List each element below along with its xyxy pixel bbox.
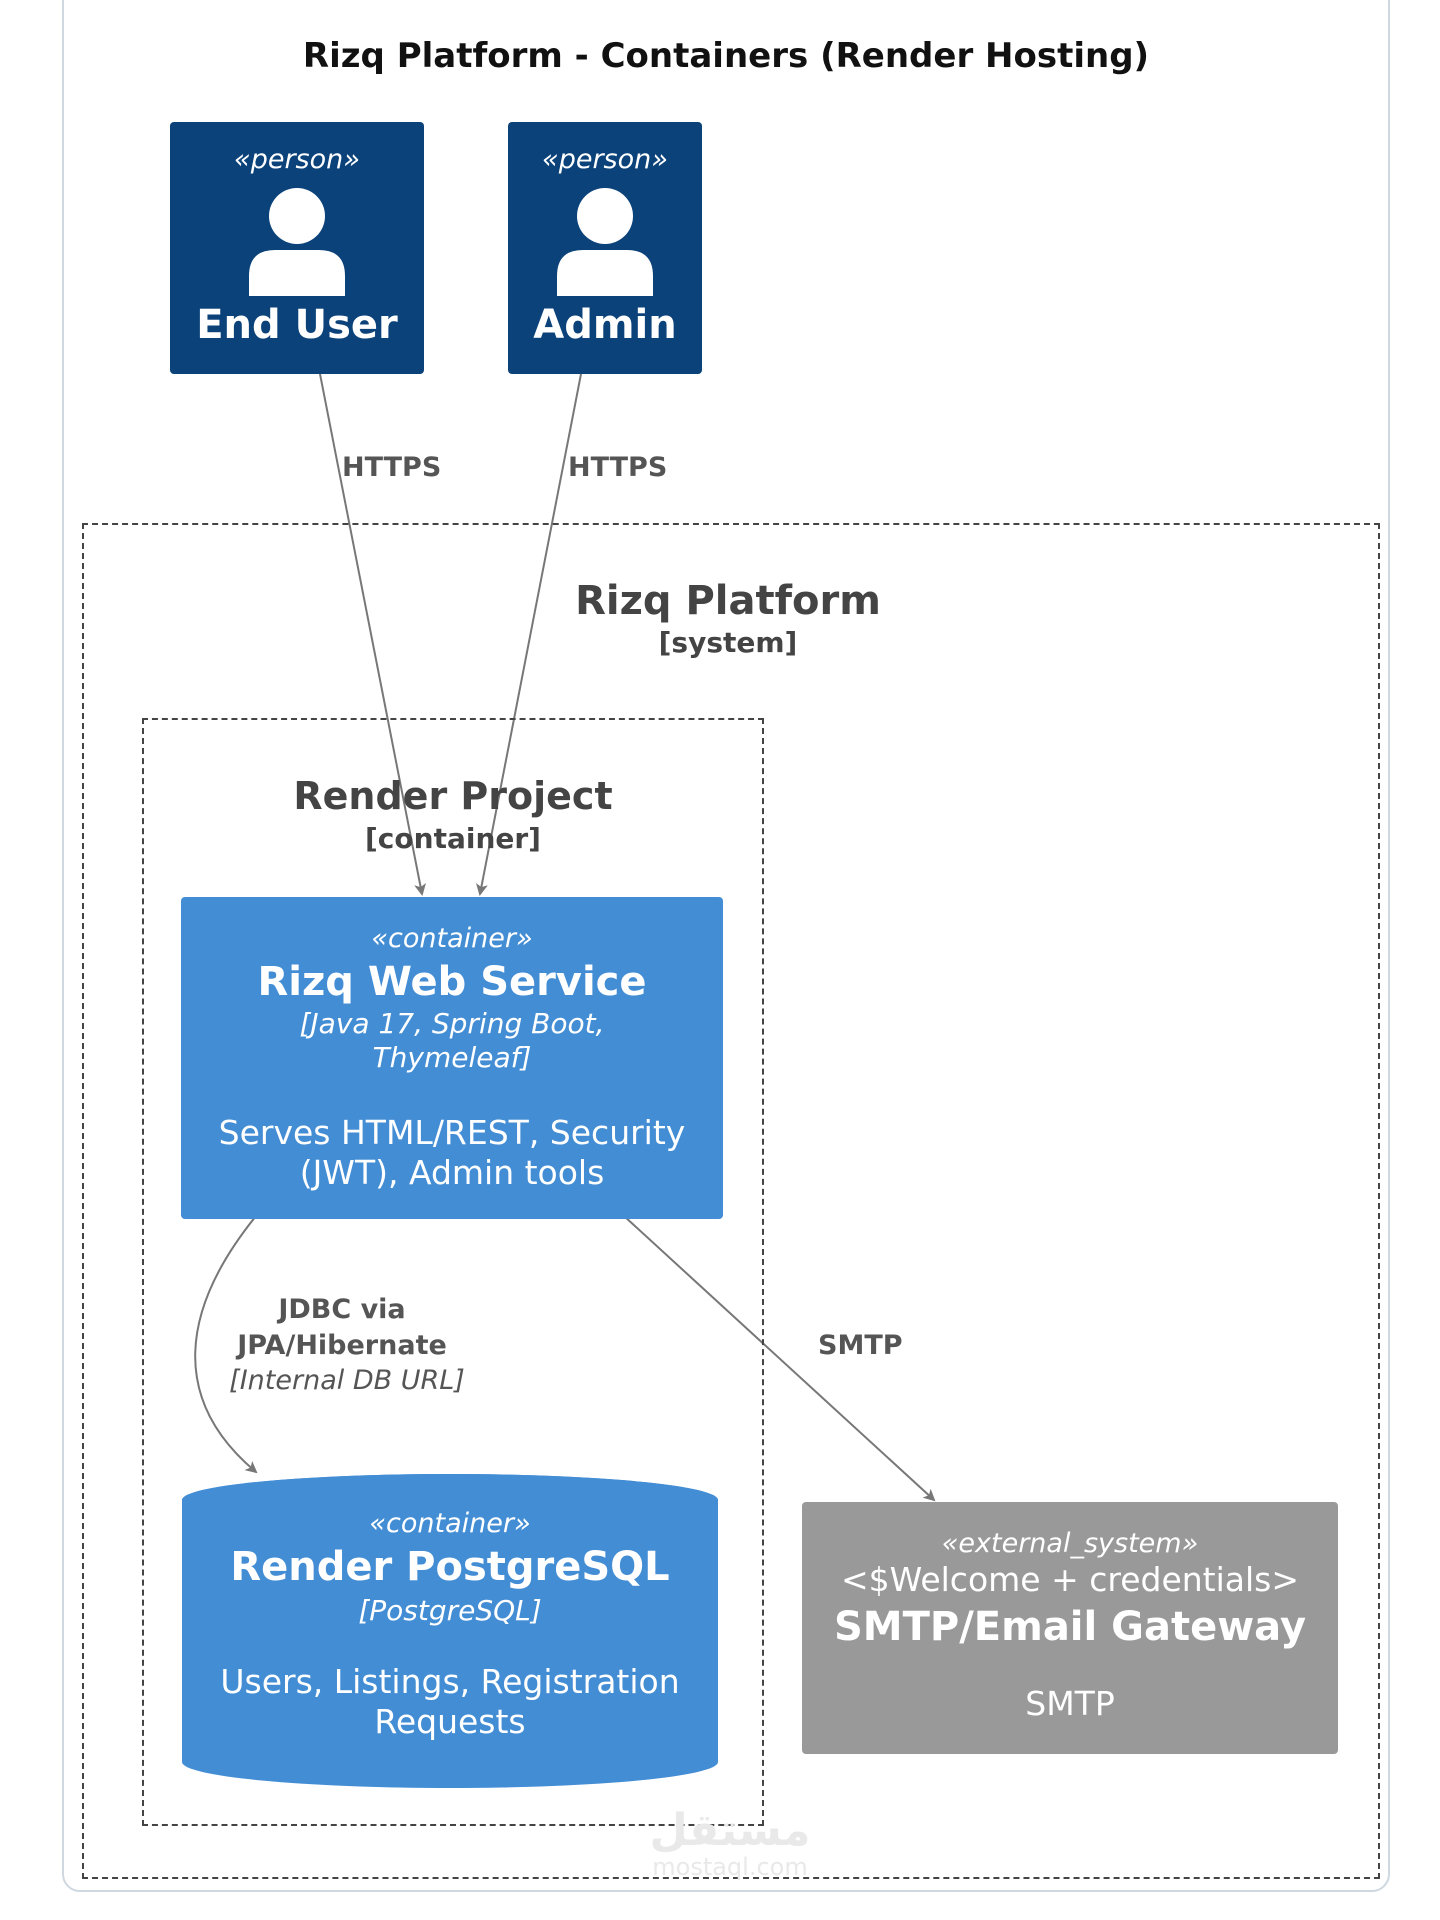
project-boundary-title: Render Project (293, 774, 613, 818)
container-web-service: «container» Rizq Web Service [Java 17, S… (181, 897, 723, 1219)
web-service-desc-line1: Serves HTML/REST, Security (218, 1113, 686, 1152)
watermark-url: mostaql.com (652, 1853, 808, 1881)
web-service-name: Rizq Web Service (257, 959, 647, 1005)
person-admin-name: Admin (533, 302, 677, 348)
database-name: Render PostgreSQL (230, 1544, 670, 1590)
system-boundary-rizq-platform (82, 523, 1380, 1879)
edge-label-admin-https: HTTPS (568, 452, 668, 483)
edge-webservice-smtp (623, 1215, 936, 1502)
edge-label-jdbc-line2: JPA/Hibernate (237, 1330, 447, 1361)
smtp-gateway-extra: <$Welcome + credentials> (840, 1560, 1300, 1599)
person-end-user-name: End User (196, 302, 398, 348)
database-cylinder (182, 1474, 718, 1788)
edge-webservice-database (194, 1215, 258, 1474)
system-boundary-type: [system] (658, 626, 798, 659)
project-boundary-render (142, 718, 764, 1826)
edge-label-user-https: HTTPS (342, 452, 442, 483)
diagram-frame (62, 0, 1390, 1892)
watermark: مستقل mostaql.com (630, 1805, 830, 1881)
watermark-logo-text: مستقل (649, 1805, 811, 1856)
smtp-gateway-stereotype: «external_system» (941, 1528, 1199, 1559)
database-desc-line1: Users, Listings, Registration (220, 1662, 680, 1701)
edge-enduser-webservice (319, 373, 426, 896)
smtp-gateway-desc: SMTP (1025, 1684, 1115, 1723)
database-stereotype: «container» (369, 1508, 531, 1539)
edge-label-jdbc-line1: JDBC via (278, 1294, 406, 1325)
web-service-tech-line2: Thymeleaf] (372, 1041, 532, 1074)
web-service-stereotype: «container» (371, 923, 533, 954)
database-desc-line2: Requests (374, 1702, 526, 1741)
person-admin: «person» Admin (508, 122, 702, 374)
container-database: «container» Render PostgreSQL [PostgreSQ… (181, 1508, 719, 1758)
system-boundary-title: Rizq Platform (575, 578, 881, 624)
person-icon (557, 188, 653, 296)
smtp-gateway-name: SMTP/Email Gateway (833, 1604, 1307, 1650)
edge-label-smtp: SMTP (818, 1330, 903, 1361)
person-end-user: «person» End User (170, 122, 424, 374)
person-icon (249, 188, 345, 296)
person-admin-stereotype: «person» (542, 144, 668, 175)
database-tech: [PostgreSQL] (358, 1594, 542, 1627)
person-end-user-stereotype: «person» (234, 144, 360, 175)
diagram-title: Rizq Platform - Containers (Render Hosti… (302, 36, 1150, 76)
edge-admin-webservice (476, 373, 582, 896)
external-system-smtp-gateway: «external_system» <$Welcome + credential… (802, 1502, 1338, 1754)
web-service-tech-line1: [Java 17, Spring Boot, (299, 1007, 605, 1040)
project-boundary-type: [container] (365, 822, 541, 855)
edge-label-jdbc-tech: [Internal DB URL] (229, 1365, 465, 1396)
web-service-desc-line2: (JWT), Admin tools (299, 1153, 605, 1192)
